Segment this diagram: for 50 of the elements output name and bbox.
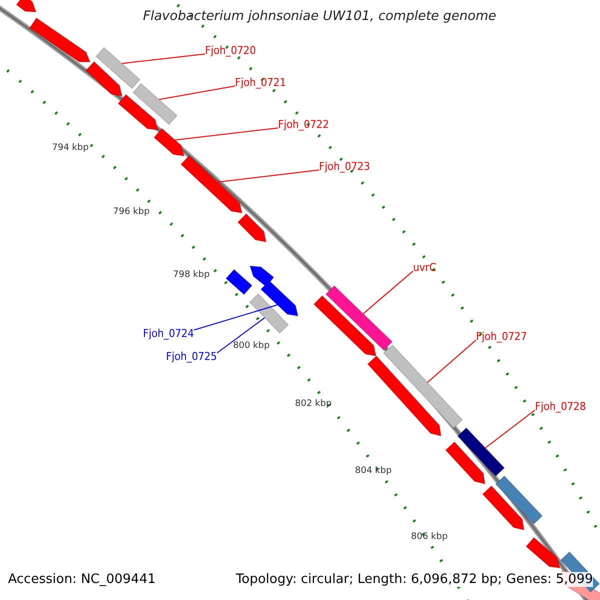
tick-label: 804 kbp (355, 466, 392, 476)
gene-block (444, 441, 486, 485)
gene-label: uvrC (413, 261, 436, 274)
tick-label: 800 kbp (233, 341, 270, 351)
tick-label: 794 kbp (52, 143, 89, 153)
gene-block (366, 355, 442, 437)
gene-block (382, 344, 464, 429)
tick-label: 806 kbp (411, 532, 448, 542)
genome-title: Flavobacterium johnsoniae UW101, complete genome (143, 9, 496, 24)
tick-label: 796 kbp (113, 207, 150, 217)
leader-line (362, 270, 414, 314)
gene-label: Fjoh_0724 (143, 327, 194, 340)
gene-block (457, 427, 505, 477)
leader-line (122, 54, 206, 64)
tick-label: 798 kbp (173, 270, 210, 280)
gene-label: Fjoh_0722 (278, 118, 329, 131)
leader-line (217, 170, 320, 183)
leader-line (174, 128, 278, 140)
gene-block (249, 293, 289, 334)
gene-block (153, 128, 185, 157)
tick-label: 802 kbp (295, 399, 332, 409)
gene-block (249, 265, 274, 288)
leader-line (194, 304, 278, 330)
gene-block (482, 485, 525, 531)
gene-block (237, 213, 267, 243)
gene-block (132, 82, 178, 126)
info-text: Accession: NC_009441 (8, 572, 156, 587)
gene-block (525, 536, 561, 569)
gene-block (325, 285, 393, 351)
gene-label: Fjoh_0728 (535, 400, 586, 413)
gene-block (495, 475, 543, 525)
gene-label: Fjoh_0720 (205, 44, 256, 57)
gene-block (95, 46, 141, 90)
leader-line (216, 317, 266, 354)
gene-block (313, 295, 377, 357)
gene-block (28, 17, 91, 62)
gene-block (180, 154, 243, 214)
gene-label: Fjoh_0725 (166, 350, 217, 363)
gene-label: Fjoh_0727 (476, 330, 527, 343)
leader-line (484, 410, 536, 448)
gene-label: Fjoh_0721 (235, 76, 286, 89)
gene-block (16, 0, 37, 13)
gene-block (260, 280, 299, 317)
gene-label: Fjoh_0723 (319, 160, 370, 173)
info-text: Topology: circular; Length: 6,096,872 bp; Genes: 5,099 (236, 572, 593, 587)
gene-block (225, 268, 253, 296)
leader-line (426, 340, 476, 383)
gene-block (117, 94, 159, 131)
gene-block (85, 60, 123, 97)
leader-line (158, 86, 236, 100)
